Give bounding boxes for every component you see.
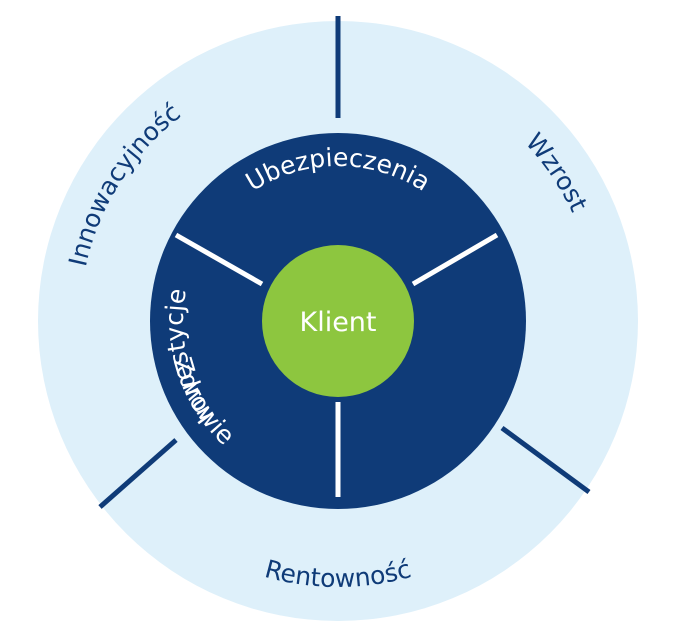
inner-divider-right bbox=[411, 232, 499, 287]
outer-divider-right bbox=[500, 425, 591, 495]
inner-divider-left bbox=[174, 232, 264, 287]
center-label: Klient bbox=[299, 307, 376, 338]
center-circle bbox=[262, 245, 414, 397]
outer-divider-left bbox=[98, 438, 178, 509]
